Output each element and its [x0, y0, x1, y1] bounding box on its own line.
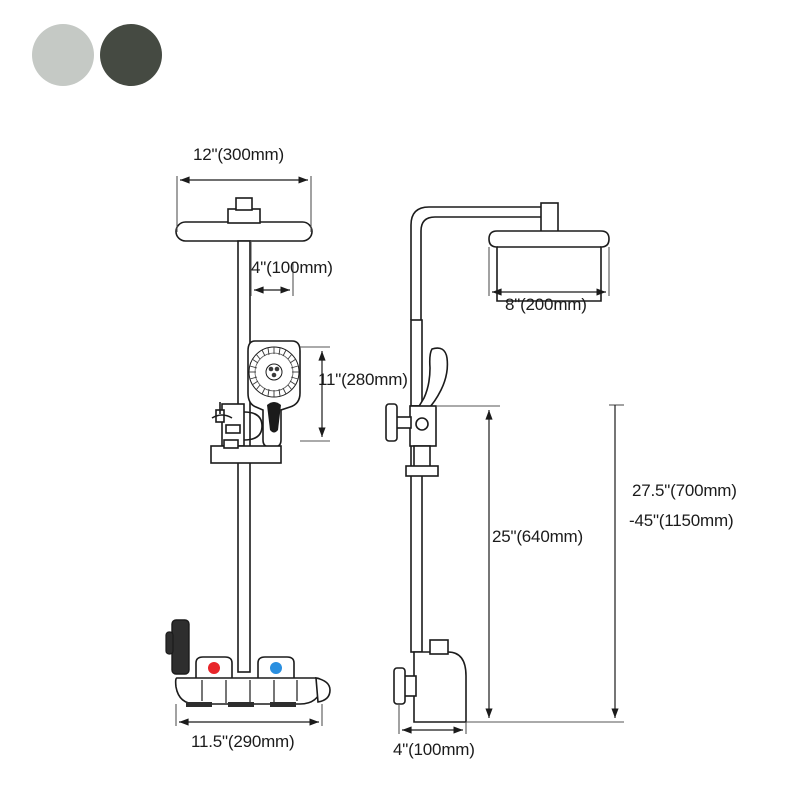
- side-thermostatic-valve: [393, 639, 467, 723]
- label-arm-offset: 4"(100mm): [251, 258, 333, 277]
- cold-indicator-dot: [270, 662, 282, 674]
- dim-wall-projection: [398, 704, 467, 734]
- label-valve-to-handshower: 25"(640mm): [492, 527, 583, 546]
- side-rain-shower-head: [488, 230, 610, 302]
- front-bracket-base: [210, 445, 282, 464]
- side-view-group: [385, 202, 624, 734]
- front-shelf-tray: [174, 676, 331, 707]
- front-hand-shower: [247, 340, 301, 448]
- side-valve-handle: [393, 667, 406, 705]
- hot-indicator-dot: [208, 662, 220, 674]
- dim-head-to-handshower: [300, 346, 330, 442]
- dim-head-depth: [488, 247, 610, 296]
- side-riser-pipe: [410, 319, 423, 653]
- front-thermostatic-valve: [195, 656, 295, 681]
- shelf-feet: [186, 702, 296, 707]
- dim-arm-offset: [250, 241, 294, 296]
- dim-rain-head-width: [176, 176, 312, 232]
- label-head-to-handshower: 11"(280mm): [318, 370, 408, 389]
- front-wall-outlet: [165, 619, 190, 675]
- side-head-connector: [540, 202, 559, 233]
- front-rain-shower-head: [175, 221, 313, 242]
- shelf-slats: [201, 680, 298, 703]
- dim-shelf-width: [175, 704, 323, 726]
- label-shelf-width: 11.5"(290mm): [191, 732, 295, 751]
- label-height-range-lower: -45"(1150mm): [629, 511, 734, 530]
- front-slide-bar-bracket: [211, 402, 263, 447]
- label-head-depth: 8"(200mm): [505, 295, 587, 314]
- dim-height-range: [466, 404, 624, 723]
- color-swatch-matte-black[interactable]: [100, 24, 162, 86]
- color-swatch-light-chrome[interactable]: [32, 24, 94, 86]
- label-height-range-upper: 27.5"(700mm): [632, 481, 737, 500]
- front-head-stem: [235, 197, 253, 211]
- front-head-connector: [227, 208, 261, 224]
- spray-pattern: [249, 347, 299, 397]
- side-shower-arm: [410, 206, 541, 320]
- front-view-group: [165, 176, 331, 726]
- side-hand-shower: [417, 347, 449, 416]
- label-wall-projection: 4"(100mm): [393, 740, 475, 759]
- front-bracket-knob: [223, 439, 239, 449]
- label-rain-head-width: 12"(300mm): [193, 145, 284, 164]
- side-slide-bar-bracket: [385, 403, 437, 447]
- side-bracket-base: [405, 465, 439, 477]
